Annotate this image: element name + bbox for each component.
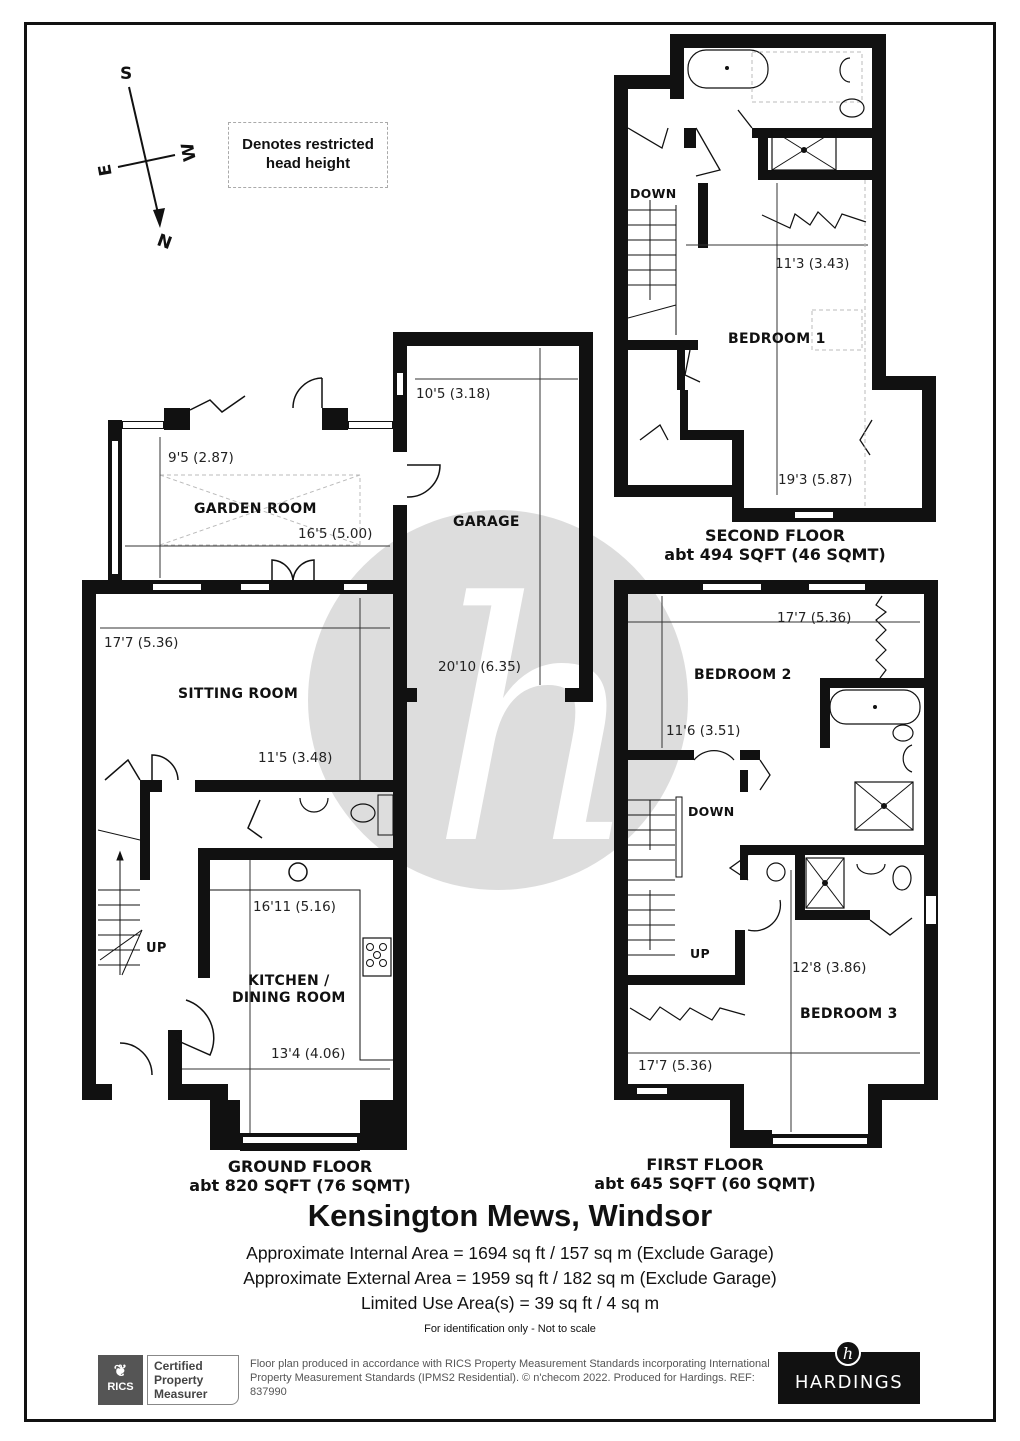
stairs-up-label: UP [146, 941, 167, 956]
rics-crest-icon: ❦ [113, 1363, 128, 1380]
first-floor-title: FIRST FLOOR abt 645 SQFT (60 SQMT) [570, 1155, 840, 1193]
first-floor-area: abt 645 SQFT (60 SQMT) [594, 1174, 816, 1193]
stairs-up-label-first: UP [690, 946, 710, 961]
rics-cert-line1: Certified [154, 1359, 203, 1373]
second-floor-area: abt 494 SQFT (46 SQMT) [664, 545, 886, 564]
room-bedroom-3: BEDROOM 3 [800, 1006, 898, 1022]
room-bedroom-2: BEDROOM 2 [694, 667, 792, 683]
dim-kitchen-width: 13'4 (4.06) [271, 1046, 346, 1062]
second-floor-name: SECOND FLOOR [704, 526, 846, 545]
first-floor-name: FIRST FLOOR [646, 1155, 764, 1174]
internal-area: Approximate Internal Area = 1694 sq ft /… [246, 1243, 774, 1263]
dim-kitchen-length: 16'11 (5.16) [253, 899, 336, 915]
stairs-down-label-first: DOWN [688, 804, 735, 819]
room-garage: GARAGE [453, 514, 520, 530]
dim-bedroom-1-length: 19'3 (5.87) [778, 472, 853, 488]
property-title: Kensington Mews, Windsor [307, 1198, 713, 1233]
legend-restricted-head-height: Denotes restricted head height [228, 122, 388, 188]
limited-use-area: Limited Use Area(s) = 39 sq ft / 4 sq m [360, 1293, 660, 1313]
dim-bedroom-3-width: 17'7 (5.36) [638, 1058, 713, 1074]
ground-floor-name: GROUND FLOOR [227, 1157, 373, 1176]
rics-logo-icon: ❦ RICS [98, 1355, 143, 1405]
dim-sitting-room-depth: 11'5 (3.48) [258, 750, 333, 766]
room-bedroom-1: BEDROOM 1 [728, 331, 826, 347]
page-frame [24, 22, 996, 1422]
watermark-h-logo: h [430, 533, 643, 917]
dim-garden-room-width: 16'5 (5.00) [298, 526, 373, 542]
dim-bedroom-2-depth: 11'6 (3.51) [666, 723, 741, 739]
external-area: Approximate External Area = 1959 sq ft /… [243, 1268, 777, 1288]
stairs-down-label-second: DOWN [630, 186, 677, 201]
legend-label: Denotes restricted head height [242, 136, 374, 172]
rics-cert-text: Certified Property Measurer [147, 1355, 239, 1405]
scale-note: For identification only - Not to scale [424, 1323, 596, 1335]
room-kitchen-label-line1: KITCHEN / [248, 973, 330, 989]
dim-sitting-room-width: 17'7 (5.36) [104, 635, 179, 651]
second-floor-title: SECOND FLOOR abt 494 SQFT (46 SQMT) [630, 526, 920, 564]
compass-south: S [120, 64, 133, 84]
hardings-h-icon: h [835, 1340, 861, 1366]
rics-certification-badge: ❦ RICS Certified Property Measurer [98, 1355, 243, 1405]
room-garden-room: GARDEN ROOM [194, 501, 317, 517]
room-kitchen-label-line2: DINING ROOM [232, 990, 346, 1006]
dim-bedroom-2-width: 17'7 (5.36) [777, 610, 852, 626]
dim-bedroom-3-depth: 12'8 (3.86) [792, 960, 867, 976]
rics-badge-label: RICS [107, 1381, 134, 1393]
dim-bedroom-1-width: 11'3 (3.43) [775, 256, 850, 272]
rics-cert-line2: Property [154, 1373, 204, 1387]
dim-garage-width: 10'5 (3.18) [416, 386, 491, 402]
dim-garden-room-depth: 9'5 (2.87) [168, 450, 234, 466]
rics-cert-line3: Measurer [154, 1387, 208, 1401]
hardings-logo: h HARDINGS [778, 1340, 920, 1404]
hardings-brand-name: HARDINGS [794, 1372, 904, 1393]
dim-garage-length: 20'10 (6.35) [438, 659, 521, 675]
room-sitting-room: SITTING ROOM [178, 686, 299, 702]
ground-floor-title: GROUND FLOOR abt 820 SQFT (76 SQMT) [170, 1157, 430, 1195]
disclaimer-text: Floor plan produced in accordance with R… [250, 1358, 770, 1398]
room-kitchen-dining: KITCHEN / DINING ROOM [232, 973, 346, 1007]
ground-floor-area: abt 820 SQFT (76 SQMT) [189, 1176, 411, 1195]
